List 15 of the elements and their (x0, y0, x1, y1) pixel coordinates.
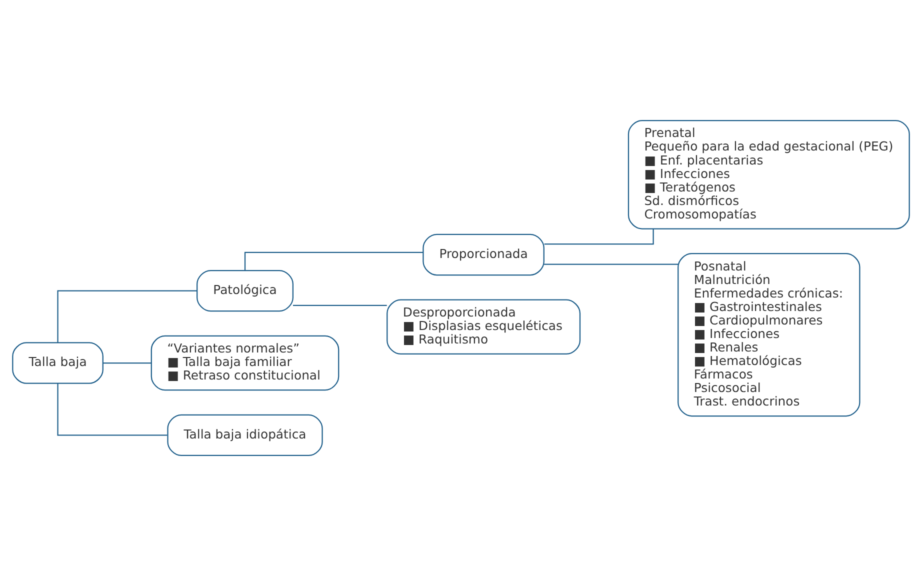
node-box: Desproporcionada ■ Displasias esqueléticas ■ Raquitismo (386, 298, 581, 354)
connector (103, 362, 152, 364)
connector (544, 228, 654, 244)
node-box: Patológica (196, 269, 294, 312)
node-box: Proporcionada (422, 233, 544, 276)
node-box: Talla baja (12, 342, 104, 384)
connector (293, 304, 387, 306)
connector (57, 290, 197, 342)
connector (244, 251, 424, 270)
connector (57, 383, 168, 436)
connector (544, 263, 678, 264)
node-box: Prenatal Pequeño para la edad gestacional (PEG) ■ Enf. placentarias ■ Infecciones ■ Teratógenos Sd. dismórficos Cromosomopatías (628, 119, 910, 229)
node-box: Posnatal Malnutrición Enfermedades crónicas: ■ Gastrointestinales ■ Cardiopulmonares ■ Infecciones ■ Renales ■ Hematológicas Fármacos Psicosocial Trast. endocrinos (678, 252, 860, 416)
node-box: Talla baja idiopática (167, 414, 323, 456)
node-box: “Variantes normales” ■ Talla baja familiar ■ Retraso constitucional (150, 334, 340, 390)
